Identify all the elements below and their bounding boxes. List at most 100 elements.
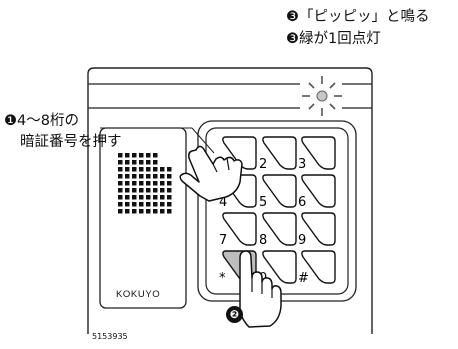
speaker-dot [153, 202, 158, 207]
speaker-dot [167, 209, 172, 214]
keypad-key-label: 4 [219, 195, 227, 210]
hand-pointer-icon [179, 145, 243, 202]
speaker-dot [153, 167, 158, 172]
speaker-dot [146, 209, 151, 214]
speaker-dot [139, 181, 144, 186]
keypad-key-label: 7 [219, 233, 227, 248]
speaker-dot [132, 160, 137, 165]
keypad-key-6[interactable]: 6 [298, 174, 336, 210]
keypad-key-5[interactable]: 5 [259, 174, 297, 210]
speaker-dot [153, 195, 158, 200]
step3-beep-label: ❸「ピッピッ」と鳴る [286, 9, 430, 25]
speaker-dot [132, 167, 137, 172]
keypad-key-label: 5 [259, 195, 267, 210]
speaker-dot [118, 188, 123, 193]
keypad-key-label: 2 [259, 157, 267, 172]
speaker-dot [125, 188, 130, 193]
speaker-dot [132, 174, 137, 179]
step1-leader-line [191, 127, 215, 154]
speaker-dot [160, 167, 165, 172]
step1-digits-label: ❶4～8桁の [4, 113, 79, 129]
speaker-dot [167, 167, 172, 172]
speaker-dot [125, 181, 130, 186]
speaker-dot [132, 181, 137, 186]
speaker-dot [160, 181, 165, 186]
speaker-dot [139, 167, 144, 172]
speaker-dot [139, 195, 144, 200]
speaker-dot [139, 160, 144, 165]
speaker-dot [125, 202, 130, 207]
speaker-dot [146, 195, 151, 200]
speaker-dot [139, 174, 144, 179]
speaker-dot [153, 209, 158, 214]
indicator-lamp [302, 76, 342, 116]
speaker-dot [125, 160, 130, 165]
speaker-dot [153, 181, 158, 186]
keypad-key-label: 9 [298, 233, 306, 248]
speaker-dot [153, 174, 158, 179]
speaker-dot [146, 160, 151, 165]
hand-pointer-icon [239, 250, 282, 328]
speaker-dot [125, 153, 130, 158]
speaker-dot [118, 174, 123, 179]
speaker-dot [167, 202, 172, 207]
speaker-dot [146, 174, 151, 179]
speaker-dot [125, 209, 130, 214]
lock-housing [87, 67, 373, 334]
keypad-key-9[interactable]: 9 [298, 212, 336, 248]
speaker-dot [118, 181, 123, 186]
speaker-dot [118, 167, 123, 172]
keypad-key-label: # [298, 271, 309, 286]
speaker-dot [167, 195, 172, 200]
speaker-dot [139, 209, 144, 214]
speaker-dot [167, 174, 172, 179]
speaker-dot [132, 195, 137, 200]
speaker-dot [146, 153, 151, 158]
speaker-dot [125, 174, 130, 179]
speaker-dot [132, 153, 137, 158]
keypad-key-3[interactable]: 3 [298, 136, 336, 172]
speaker-dot [118, 160, 123, 165]
speaker-dot [146, 167, 151, 172]
speaker-dot [139, 188, 144, 193]
speaker-dot [125, 167, 130, 172]
brand-logo: KOKUYO [116, 289, 161, 300]
speaker-dot [132, 209, 137, 214]
speaker-dot [167, 188, 172, 193]
keypad-key-label: 6 [298, 195, 306, 210]
keypad-key-label: 8 [259, 233, 267, 248]
speaker-dot [146, 188, 151, 193]
speaker-dot [153, 160, 158, 165]
step1-press-label: 暗証番号を押す [20, 134, 122, 150]
image-code: 5153935 [92, 332, 128, 341]
speaker-dot [132, 188, 137, 193]
keypad-key-8[interactable]: 8 [259, 212, 297, 248]
speaker-dot [118, 202, 123, 207]
speaker-dot [139, 202, 144, 207]
speaker-dot [146, 202, 151, 207]
keypad-key-hash[interactable]: # [298, 250, 336, 286]
speaker-dot [160, 195, 165, 200]
speaker-dot [160, 174, 165, 179]
speaker-grille [118, 153, 172, 214]
speaker-dot [160, 188, 165, 193]
speaker-dot [125, 195, 130, 200]
step3-light-label: ❸緑が1回点灯 [286, 31, 381, 47]
speaker-dot [167, 181, 172, 186]
speaker-dot [132, 202, 137, 207]
speaker-dot [118, 153, 123, 158]
speaker-dot [160, 202, 165, 207]
speaker-dot [118, 209, 123, 214]
keypad-key-2[interactable]: 2 [259, 136, 297, 172]
speaker-dot [160, 209, 165, 214]
step2-marker: ❷ [226, 306, 243, 323]
speaker-dot [139, 153, 144, 158]
keypad-key-label: * [219, 271, 226, 286]
keypad-key-label: 3 [298, 157, 306, 172]
speaker-dot [153, 188, 158, 193]
speaker-dot [118, 195, 123, 200]
keypad-key-7[interactable]: 7 [219, 212, 257, 248]
speaker-dot [146, 181, 151, 186]
speaker-dot [153, 153, 158, 158]
